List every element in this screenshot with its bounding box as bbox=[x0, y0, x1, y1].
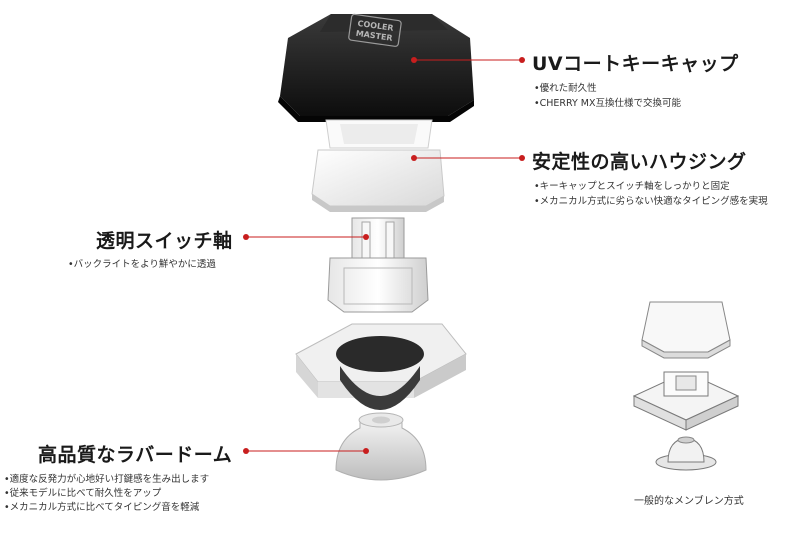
housing-illustration bbox=[311, 119, 445, 212]
callout-keycap bbox=[411, 57, 525, 63]
clear-stem-illustration bbox=[327, 217, 429, 313]
dome-bullet-2: •従来モデルに比べて耐久性をアップ bbox=[4, 488, 162, 499]
membrane-dome-illustration bbox=[655, 436, 717, 471]
rubber-dome-illustration bbox=[335, 412, 427, 481]
housing-bullet-2: •メカニカル方式に劣らない快適なタイピング感を実現 bbox=[534, 196, 768, 207]
dome-bullet-3: •メカニカル方式に比べてタイピング音を軽減 bbox=[4, 502, 200, 513]
callout-housing bbox=[411, 155, 525, 161]
stem-bullet-1: •バックライトをより鮮やかに透過 bbox=[68, 259, 216, 270]
membrane-stem-illustration bbox=[632, 371, 740, 431]
housing-title: 安定性の高いハウジング bbox=[532, 151, 747, 173]
keycap-bullet-1: •優れた耐久性 bbox=[534, 83, 597, 94]
callout-dome bbox=[243, 448, 369, 454]
dome-bullet-1: •適度な反発力が心地好い打鍵感を生み出します bbox=[4, 474, 210, 485]
keycap-illustration: COOLER MASTER bbox=[278, 13, 474, 122]
dome-holder-illustration bbox=[295, 323, 467, 410]
keycap-bullet-2: •CHERRY MX互換仕様で交換可能 bbox=[534, 98, 682, 109]
membrane-caption: 一般的なメンブレン方式 bbox=[634, 496, 744, 507]
housing-bullet-1: •キーキャップとスイッチ軸をしっかりと固定 bbox=[534, 181, 730, 192]
keycap-title: UVコートキーキャップ bbox=[532, 53, 739, 75]
membrane-keycap-illustration bbox=[641, 301, 731, 359]
callout-stem bbox=[243, 234, 369, 240]
dome-title: 高品質なラバードーム bbox=[38, 444, 233, 466]
stem-title: 透明スイッチ軸 bbox=[96, 230, 233, 252]
